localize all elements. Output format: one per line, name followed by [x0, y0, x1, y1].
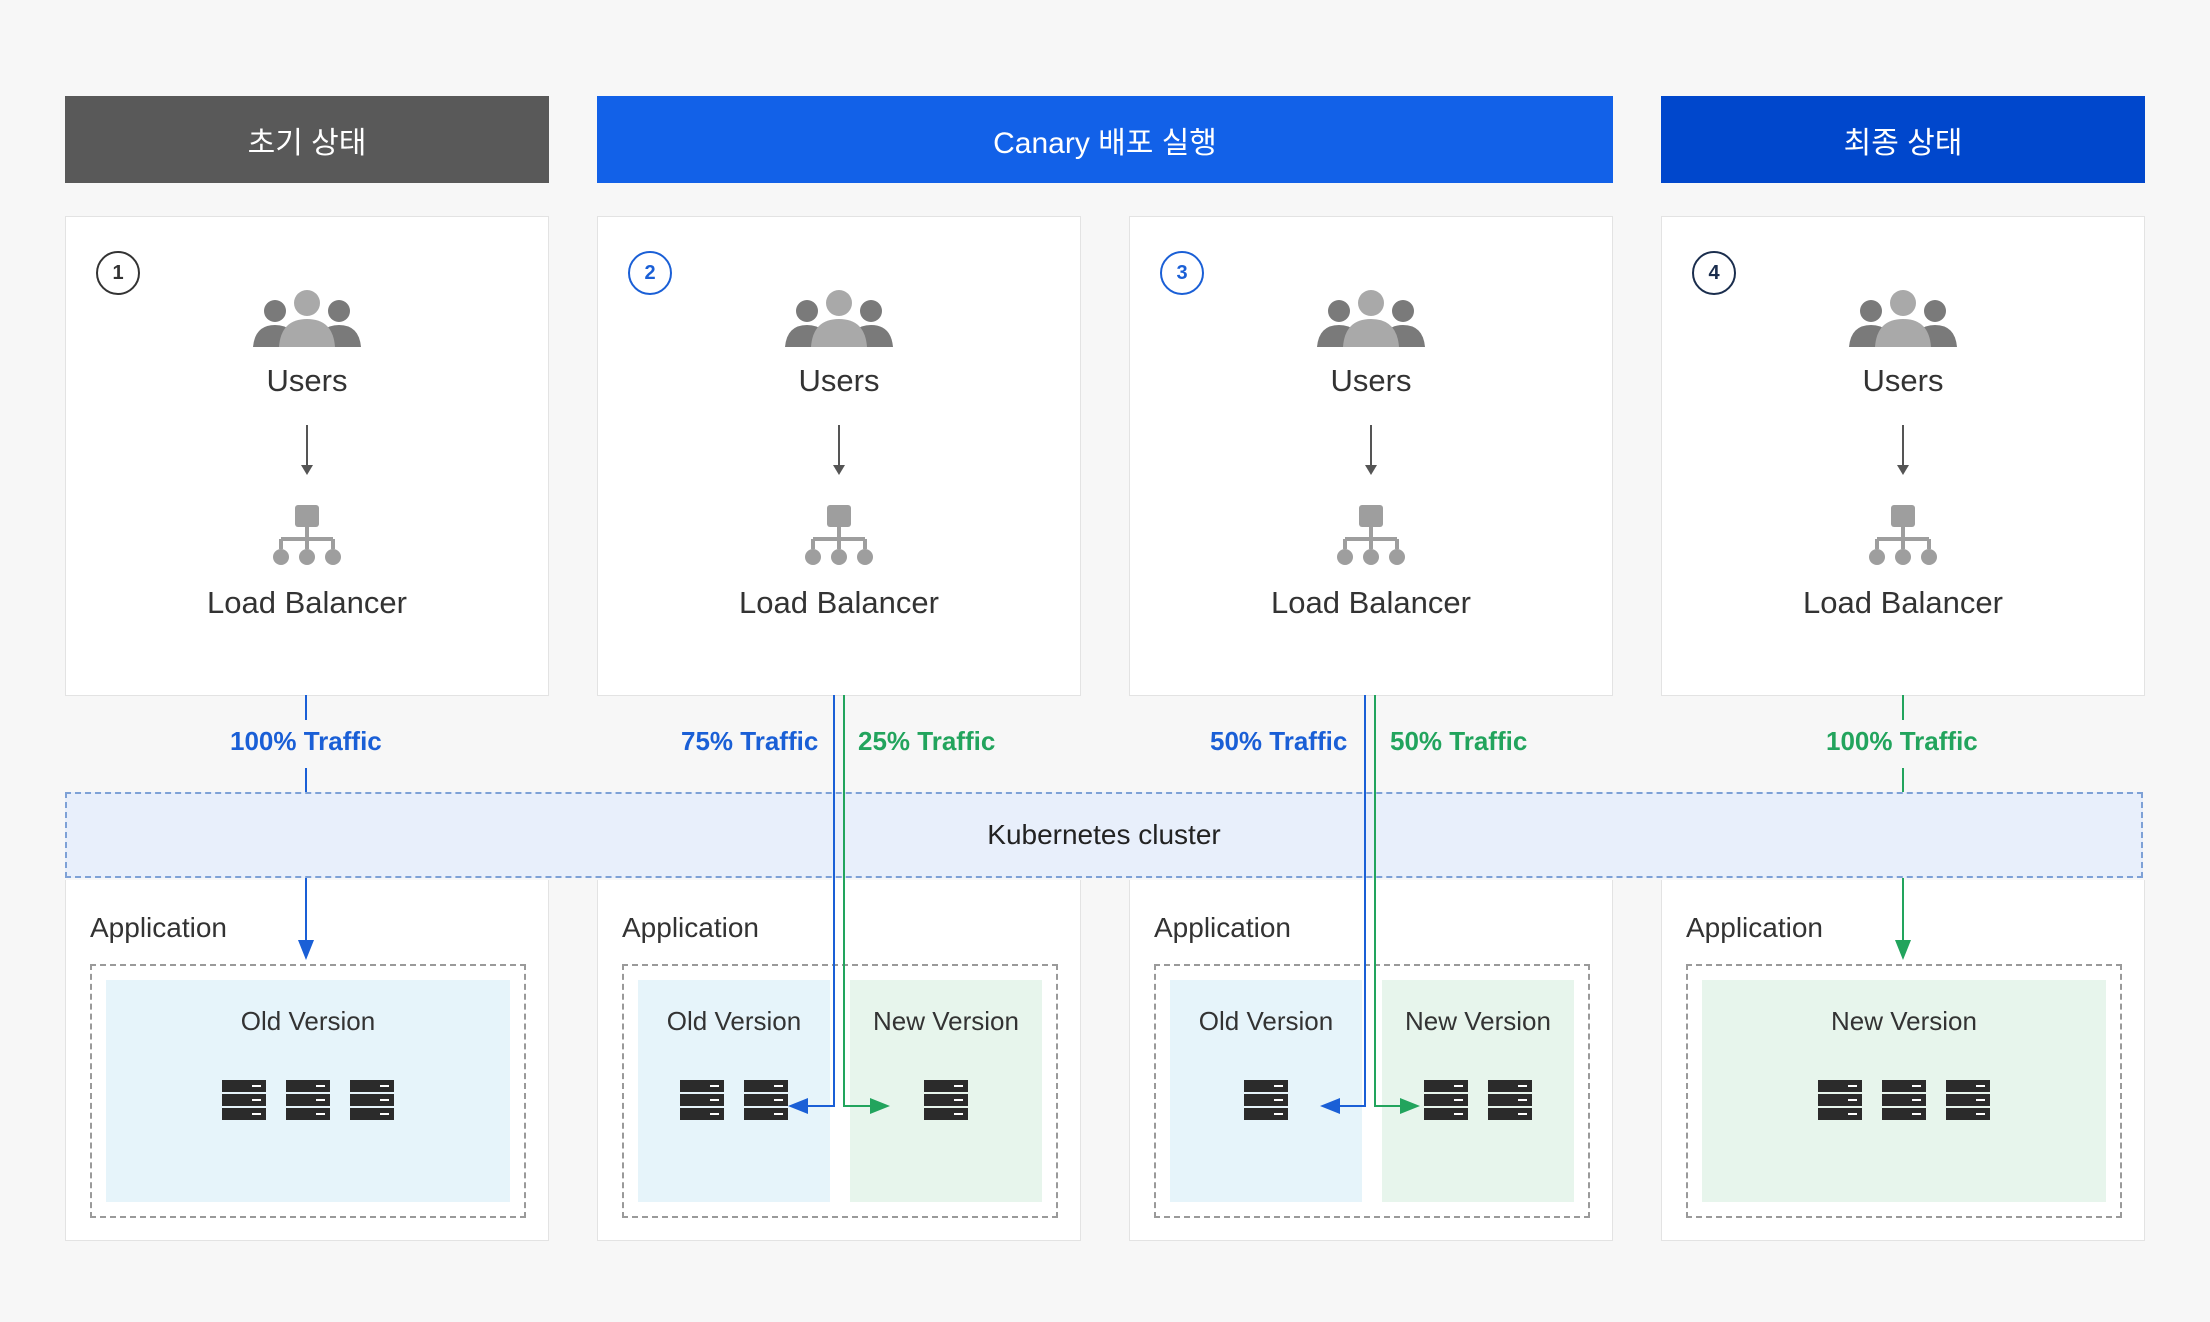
header-final-state: 최종 상태 — [1661, 96, 2145, 183]
step-badge: 3 — [1160, 251, 1204, 295]
server-icon — [744, 1080, 788, 1127]
server-icon — [1488, 1080, 1532, 1127]
server-icon — [680, 1080, 724, 1127]
users-icon — [1849, 290, 1957, 347]
server-icon — [286, 1080, 330, 1127]
server-icon — [1424, 1080, 1468, 1127]
header-initial-state: 초기 상태 — [65, 96, 549, 183]
step-badge: 1 — [96, 251, 140, 295]
users-label: Users — [266, 363, 348, 398]
stage-card-3: 3 Users Load Balancer — [1129, 216, 1613, 696]
new-version-label: New Version — [873, 1006, 1019, 1036]
old-version-zone: Old Version — [106, 980, 510, 1202]
new-version-zone: New Version — [1702, 980, 2106, 1202]
stage-card-2: 2 Users Load Balancer — [597, 216, 1081, 696]
old-version-label: Old Version — [1198, 1006, 1334, 1036]
application-card-1: Application Old Version — [65, 880, 549, 1241]
stage-card-1: 1 Users Load Balancer — [65, 216, 549, 696]
traffic-label-stage1-old: 100% Traffic — [230, 726, 382, 756]
application-pod-group: Old Version New Version — [622, 964, 1058, 1218]
new-version-label: New Version — [1405, 1006, 1551, 1036]
traffic-label-stage3-new: 50% Traffic — [1390, 726, 1528, 756]
application-label: Application — [1154, 912, 1291, 943]
load-balancer-icon — [1869, 505, 1937, 565]
load-balancer-label: Load Balancer — [739, 585, 939, 620]
load-balancer-label: Load Balancer — [207, 585, 407, 620]
users-label: Users — [1862, 363, 1944, 398]
arrow-down-icon — [1365, 425, 1377, 475]
new-version-zone: New Version — [850, 980, 1042, 1202]
stage-card-4: 4 Users Load Balancer — [1661, 216, 2145, 696]
server-icon — [350, 1080, 394, 1127]
load-balancer-label: Load Balancer — [1271, 585, 1471, 620]
traffic-label-stage4-new: 100% Traffic — [1826, 726, 1978, 756]
application-card-3: Application Old Version New Version — [1129, 880, 1613, 1241]
arrow-down-icon — [1897, 425, 1909, 475]
traffic-label-stage2-new: 25% Traffic — [858, 726, 996, 756]
application-pod-group: Old Version — [90, 964, 526, 1218]
kubernetes-cluster: Kubernetes cluster — [65, 792, 2143, 878]
arrow-down-icon — [833, 425, 845, 475]
load-balancer-icon — [273, 505, 341, 565]
server-icon — [1818, 1080, 1862, 1127]
server-icon — [924, 1080, 968, 1127]
old-version-zone: Old Version — [1170, 980, 1362, 1202]
application-pod-group: Old Version New Version — [1154, 964, 1590, 1218]
users-label: Users — [798, 363, 880, 398]
step-badge: 2 — [628, 251, 672, 295]
application-pod-group: New Version — [1686, 964, 2122, 1218]
server-icon — [1946, 1080, 1990, 1127]
load-balancer-label: Load Balancer — [1803, 585, 2003, 620]
old-version-label: Old Version — [240, 1006, 376, 1036]
new-version-label: New Version — [1831, 1006, 1977, 1036]
server-icon — [1882, 1080, 1926, 1127]
arrow-down-icon — [301, 425, 313, 475]
users-label: Users — [1330, 363, 1412, 398]
users-icon — [1317, 290, 1425, 347]
new-version-zone: New Version — [1382, 980, 1574, 1202]
server-icon — [1244, 1080, 1288, 1127]
users-icon — [785, 290, 893, 347]
load-balancer-icon — [1337, 505, 1405, 565]
traffic-label-stage3-old: 50% Traffic — [1210, 726, 1348, 756]
application-card-4: Application New Version — [1661, 880, 2145, 1241]
old-version-zone: Old Version — [638, 980, 830, 1202]
application-label: Application — [90, 912, 227, 943]
old-version-label: Old Version — [666, 1006, 802, 1036]
load-balancer-icon — [805, 505, 873, 565]
application-card-2: Application Old Version New Version — [597, 880, 1081, 1241]
step-badge: 4 — [1692, 251, 1736, 295]
application-label: Application — [622, 912, 759, 943]
server-icon — [222, 1080, 266, 1127]
header-canary-deployment: Canary 배포 실행 — [597, 96, 1613, 183]
users-icon — [253, 290, 361, 347]
traffic-label-stage2-old: 75% Traffic — [681, 726, 819, 756]
application-label: Application — [1686, 912, 1823, 943]
